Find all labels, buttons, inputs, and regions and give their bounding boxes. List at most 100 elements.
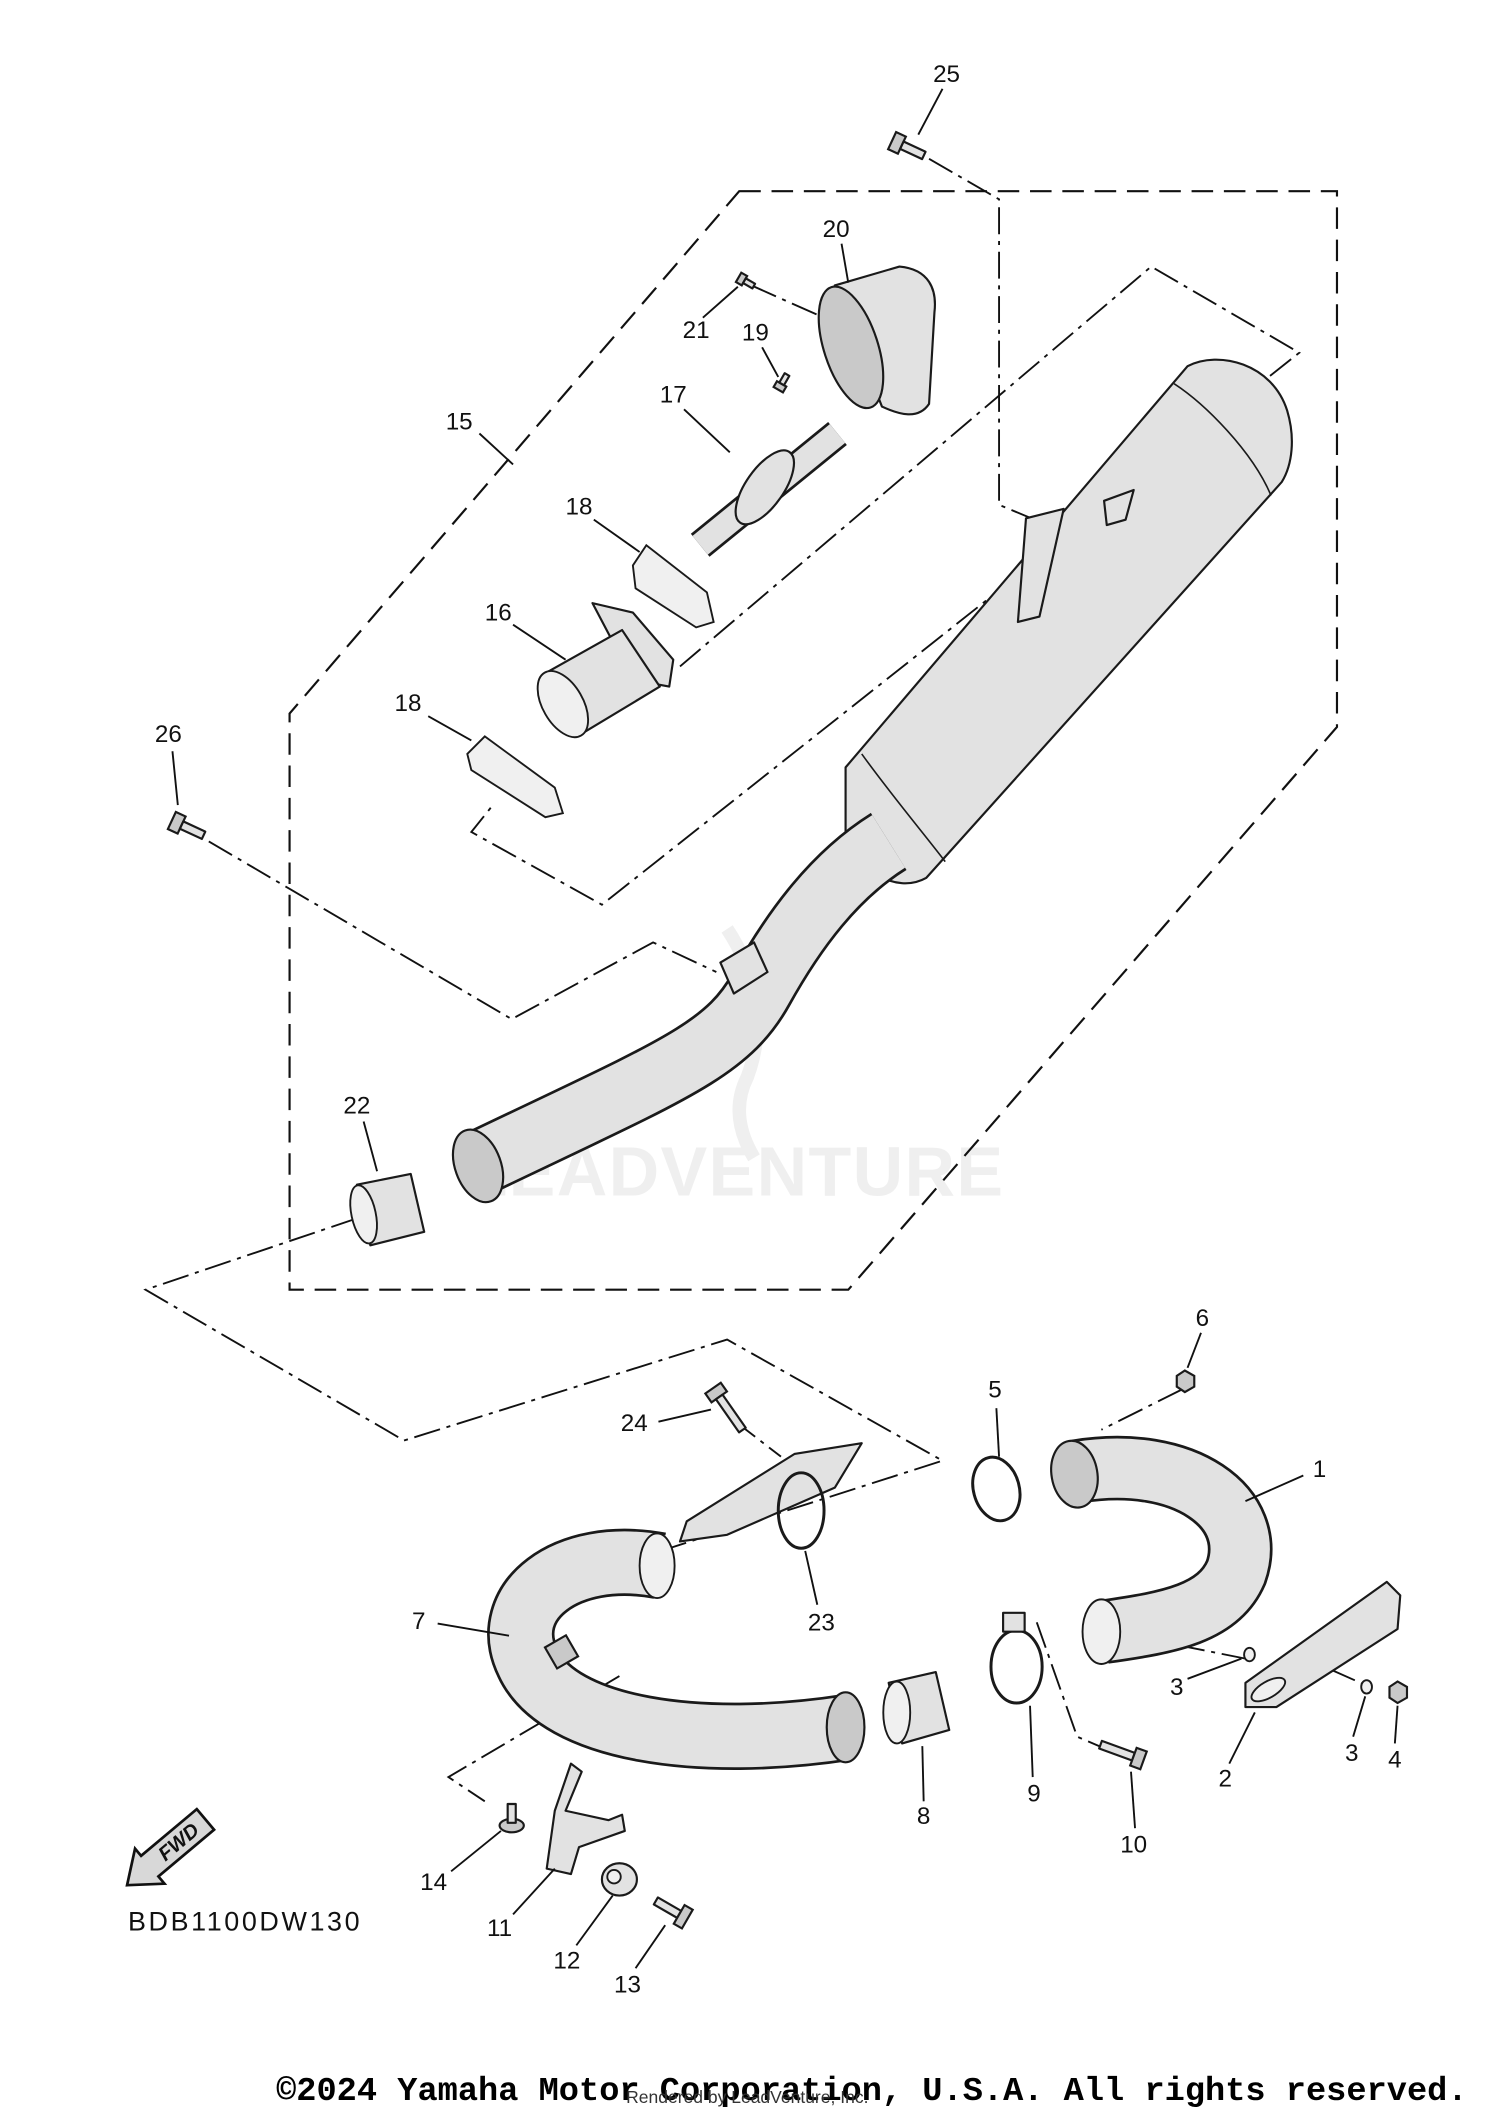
callout-12: 12 (553, 1947, 580, 1974)
pipe-7-inlet (638, 1532, 676, 1599)
gasket-18-upper (631, 543, 715, 629)
callout-10: 10 (1120, 1831, 1147, 1858)
inner-tube-17 (690, 422, 847, 557)
bolt-26-guide (208, 840, 717, 1021)
diagram-code: BDB1100DW130 (128, 1907, 360, 1937)
exhaust-pipe-1 (1050, 1435, 1273, 1665)
muffler-tab (1102, 488, 1135, 527)
leader-21 (702, 286, 739, 319)
screw-19-shank (778, 372, 791, 387)
callout-14: 14 (420, 1869, 447, 1896)
clamp-9-band (989, 1628, 1044, 1705)
mid-pipe-flange (451, 1128, 505, 1204)
leader-4 (1393, 1705, 1399, 1744)
screw-19 (772, 372, 791, 394)
fwd-arrow-icon: FWD (125, 1807, 216, 1887)
callout-11: 11 (487, 1915, 512, 1942)
bolt-13-shank (652, 1896, 683, 1919)
muffler-internals-outline (469, 265, 1301, 906)
heat-shield-slot (1250, 1676, 1287, 1703)
bolt-10-head (1128, 1746, 1149, 1771)
leader-19 (761, 346, 780, 378)
mid-pipe-bracket (719, 941, 769, 995)
fwd-arrow-shape (125, 1807, 216, 1887)
bolt-25-shank (899, 140, 927, 161)
bolt-24 (703, 1381, 747, 1434)
callout-8: 8 (917, 1803, 930, 1830)
leader-10 (1130, 1771, 1136, 1829)
leader-8 (921, 1746, 925, 1802)
pipe-7-body (490, 1531, 853, 1768)
bolt-14-shank (506, 1802, 517, 1824)
leader-23 (804, 1550, 819, 1605)
callout-21: 21 (683, 317, 710, 344)
bracket-11 (545, 1762, 626, 1876)
callout-15: 15 (446, 408, 473, 435)
washer-3-a (1243, 1646, 1256, 1663)
callout-3-b: 3 (1345, 1740, 1358, 1767)
pipe-1-end (1081, 1598, 1122, 1665)
callout-20: 20 (823, 216, 850, 243)
screw-21-shank (742, 277, 757, 290)
leader-15 (478, 432, 514, 466)
callout-13: 13 (614, 1971, 641, 1998)
leader-3-a (1187, 1657, 1242, 1680)
callout-5: 5 (988, 1376, 1001, 1403)
copyright-notice: ©2024 Yamaha Motor Corporation, U.S.A. A… (276, 2073, 1467, 2111)
pipe-16-end (536, 670, 590, 739)
leader-11 (512, 1867, 556, 1916)
callout-25: 25 (933, 61, 960, 88)
leader-9 (1029, 1705, 1034, 1778)
collar-12 (600, 1862, 638, 1897)
inner-pipe-16 (536, 602, 675, 739)
leader-2 (1228, 1712, 1256, 1765)
joint-22-end (349, 1184, 378, 1245)
clamp-9 (989, 1611, 1044, 1705)
callout-19: 19 (742, 320, 769, 347)
pipe-7-flange (825, 1691, 866, 1764)
gasket-18-lower (466, 735, 565, 819)
callout-16: 16 (485, 600, 512, 627)
bolt-13 (652, 1896, 695, 1930)
callout-23: 23 (808, 1609, 835, 1636)
mid-pipe-body (471, 815, 906, 1189)
pipe-1-body (1072, 1438, 1270, 1662)
leader-12 (575, 1895, 614, 1946)
joint-22 (349, 1172, 426, 1247)
leader-5 (995, 1408, 1001, 1457)
end-cap-cone (817, 265, 936, 416)
collar-12-hole (606, 1869, 622, 1885)
muffler-front-band (861, 753, 946, 863)
leader-24 (658, 1408, 712, 1423)
bolt-14 (498, 1802, 525, 1834)
bolt-10-shank (1098, 1739, 1136, 1762)
callouts: 25 20 21 19 17 15 18 16 18 26 22 6 5 1 2… (155, 61, 1402, 1998)
nut-6-guide (1100, 1388, 1183, 1431)
muffler-bracket (1016, 507, 1065, 624)
leader-18-lower (427, 715, 472, 742)
muffler-assembly-outline (288, 190, 1339, 1291)
washer-3b-guide (1329, 1668, 1367, 1687)
muffler-body (844, 358, 1293, 885)
heat-shield-2 (1244, 1580, 1402, 1709)
bolt-26 (166, 810, 207, 841)
callout-7: 7 (412, 1608, 425, 1635)
bolt-26-shank (178, 820, 207, 841)
callout-6: 6 (1196, 1305, 1209, 1332)
clamp-23-band (776, 1471, 826, 1550)
leader-13 (634, 1924, 666, 1969)
callout-1: 1 (1313, 1456, 1326, 1483)
pipe-7-tab (543, 1633, 580, 1670)
callout-24: 24 (621, 1410, 648, 1437)
clamp-23-bracket (678, 1442, 863, 1543)
bolt-24-shank (714, 1393, 747, 1434)
callout-2: 2 (1218, 1766, 1231, 1793)
leader-lines (171, 88, 1399, 1969)
leader-26 (171, 751, 179, 806)
leader-22 (362, 1121, 378, 1172)
leader-16 (512, 623, 567, 661)
gasket-ring-5 (971, 1455, 1022, 1523)
leader-7 (437, 1622, 510, 1637)
muffler-end-band (1173, 383, 1272, 496)
